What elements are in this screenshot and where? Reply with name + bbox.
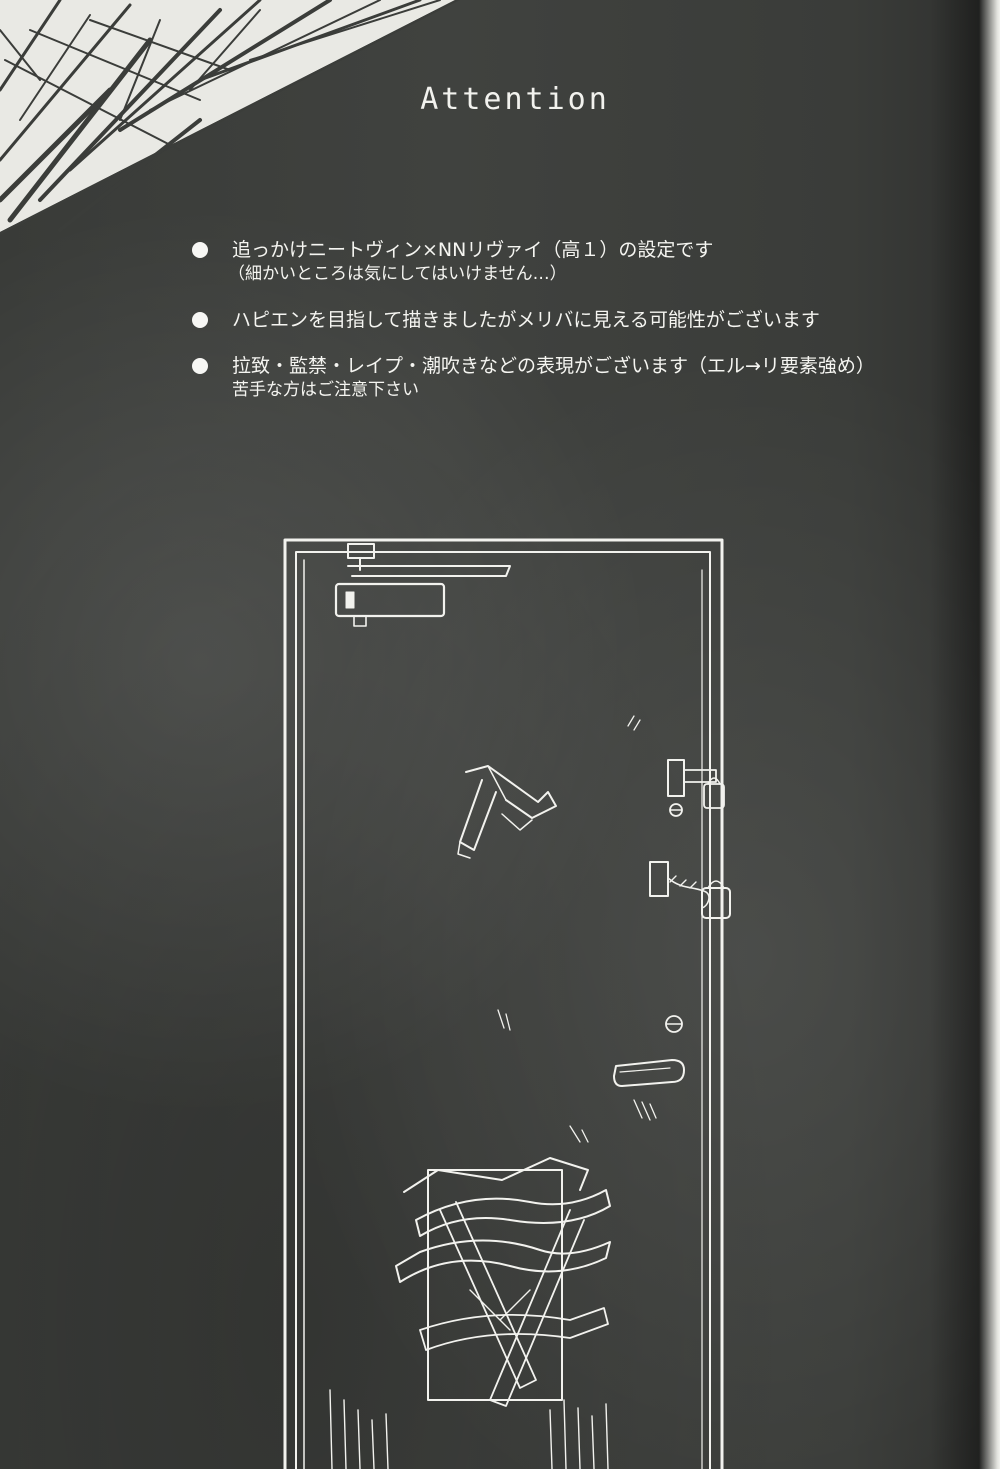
- filled-circle-bullet-icon: [192, 358, 208, 374]
- note-line: ハピエンを目指して描きましたがメリバに見える可能性がございます: [232, 309, 820, 331]
- note-line: 拉致・監禁・レイプ・潮吹きなどの表現がございます（エル→リ要素強め）: [232, 355, 875, 377]
- note-subline: 苦手な方はご注意下さい: [232, 380, 419, 400]
- filled-circle-bullet-icon: [192, 242, 208, 258]
- attention-notes-list: 追っかけニートヴィン×NNリヴァイ（高１）の設定です （細かいところは気にしては…: [190, 238, 950, 424]
- filled-circle-bullet-icon: [192, 312, 208, 328]
- taped-door-illustration: [283, 538, 731, 1469]
- page-edge-shadow: [930, 0, 1000, 1469]
- note-subline: （細かいところは気にしてはいけません…）: [228, 264, 567, 284]
- note-line: 追っかけニートヴィン×NNリヴァイ（高１）の設定です: [232, 239, 714, 261]
- scratch-corner-art: [0, 0, 460, 235]
- note-item: ハピエンを目指して描きましたがメリバに見える可能性がございます: [190, 308, 950, 332]
- note-item: 拉致・監禁・レイプ・潮吹きなどの表現がございます（エル→リ要素強め） 苦手な方は…: [190, 354, 950, 402]
- page-title: Attention: [420, 82, 610, 117]
- note-item: 追っかけニートヴィン×NNリヴァイ（高１）の設定です （細かいところは気にしては…: [190, 238, 950, 286]
